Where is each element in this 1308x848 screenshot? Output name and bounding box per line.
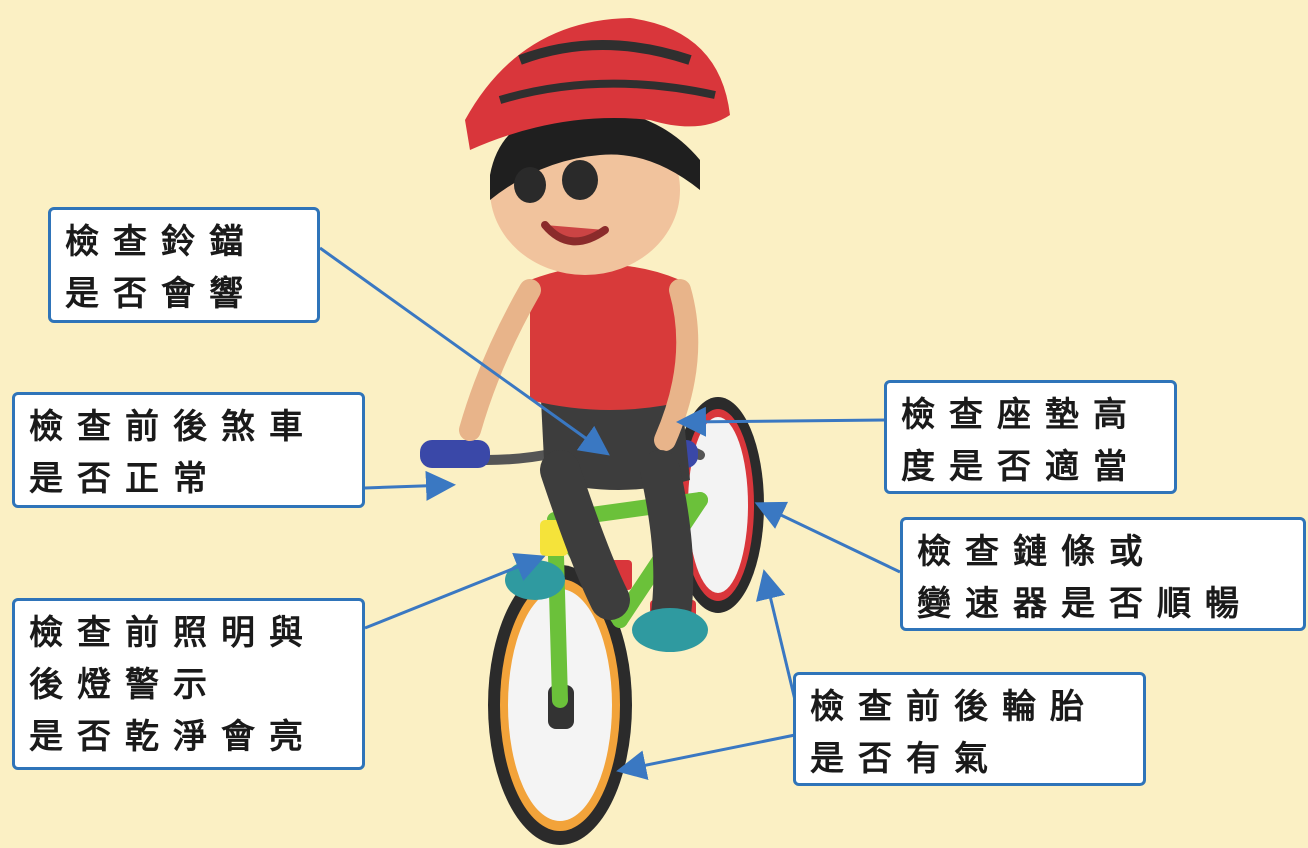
callout-lights-line-3: 是否乾淨會亮: [29, 717, 317, 757]
callout-seat-line-1: 檢查座墊高: [901, 395, 1141, 435]
arrow-lights: [364, 552, 546, 630]
arrow-bell: [319, 246, 610, 456]
callout-brake-line-1: 檢查前後煞車: [29, 407, 317, 447]
callout-arrows: [319, 246, 901, 780]
callout-bell-line-2: 是否會響: [65, 274, 257, 314]
rider-head: [490, 105, 700, 275]
arrow-seat: [676, 406, 886, 437]
callout-lights-line-1: 檢查前照明與: [29, 613, 317, 653]
callout-brake: 檢查前後煞車 是否正常: [12, 392, 365, 508]
callout-tire: 檢查前後輪胎 是否有氣: [793, 672, 1146, 786]
arrow-brake: [364, 470, 456, 501]
left-grip: [420, 440, 490, 468]
callout-seat-line-2: 度是否適當: [901, 447, 1141, 487]
callout-chain-line-2: 變速器是否順暢: [917, 584, 1253, 624]
callout-seat: 檢查座墊高 度是否適當: [884, 380, 1177, 494]
callout-chain: 檢查鏈條或 變速器是否順暢: [900, 517, 1306, 631]
callout-tire-line-1: 檢查前後輪胎: [810, 687, 1098, 727]
callout-lights-line-2: 後燈警示: [29, 665, 221, 705]
callout-lights: 檢查前照明與 後燈警示 是否乾淨會亮: [12, 598, 365, 770]
callout-bell: 檢查鈴鐺 是否會響: [48, 207, 320, 323]
helmet: [465, 18, 730, 150]
callout-chain-line-1: 檢查鏈條或: [917, 532, 1157, 572]
arrow-chain: [754, 501, 901, 574]
callout-tire-line-2: 是否有氣: [810, 739, 1002, 779]
rider: [459, 265, 708, 652]
callout-brake-line-2: 是否正常: [29, 459, 221, 499]
arrow-tire-rear: [756, 569, 797, 701]
callout-bell-line-1: 檢查鈴鐺: [65, 222, 257, 262]
arrow-tire-front: [616, 733, 796, 780]
